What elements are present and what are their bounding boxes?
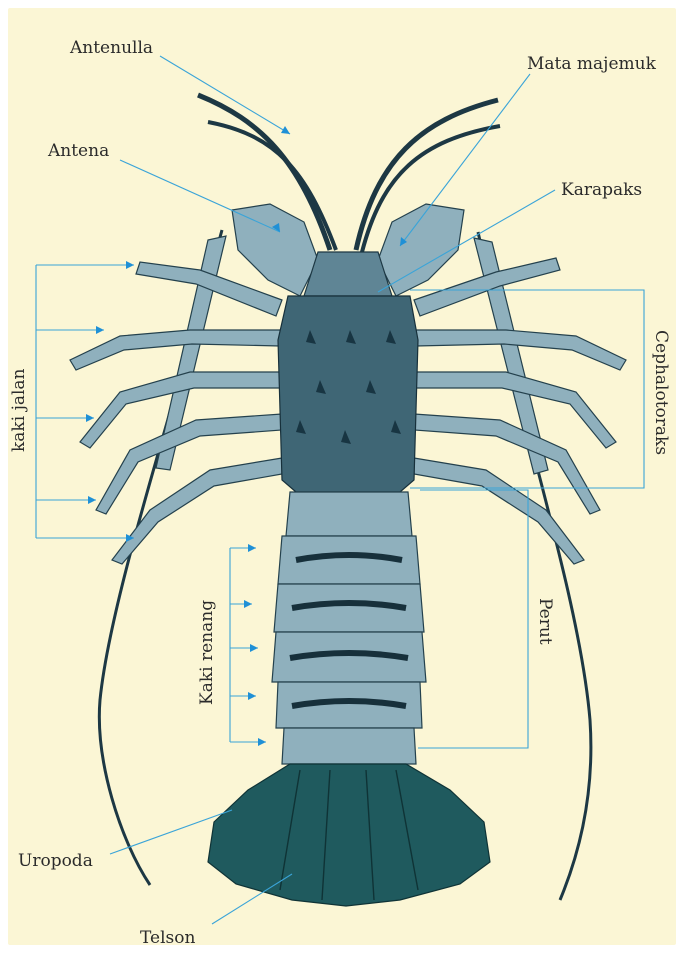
- label-kaki-renang: Kaki renang: [197, 600, 217, 705]
- label-antenulla: Antenulla: [69, 38, 153, 58]
- label-telson: Telson: [140, 928, 195, 948]
- label-mata-majemuk: Mata majemuk: [527, 54, 657, 74]
- head-front: [304, 252, 392, 296]
- carapace: [278, 296, 418, 492]
- label-cephalotoraks: Cephalotoraks: [651, 330, 671, 455]
- label-kaki-jalan: kaki jalan: [9, 368, 29, 452]
- abdomen: [272, 492, 426, 764]
- label-uropoda: Uropoda: [18, 851, 93, 871]
- label-antena: Antena: [47, 141, 109, 161]
- label-perut: Perut: [535, 598, 555, 645]
- label-karapaks: Karapaks: [561, 180, 642, 200]
